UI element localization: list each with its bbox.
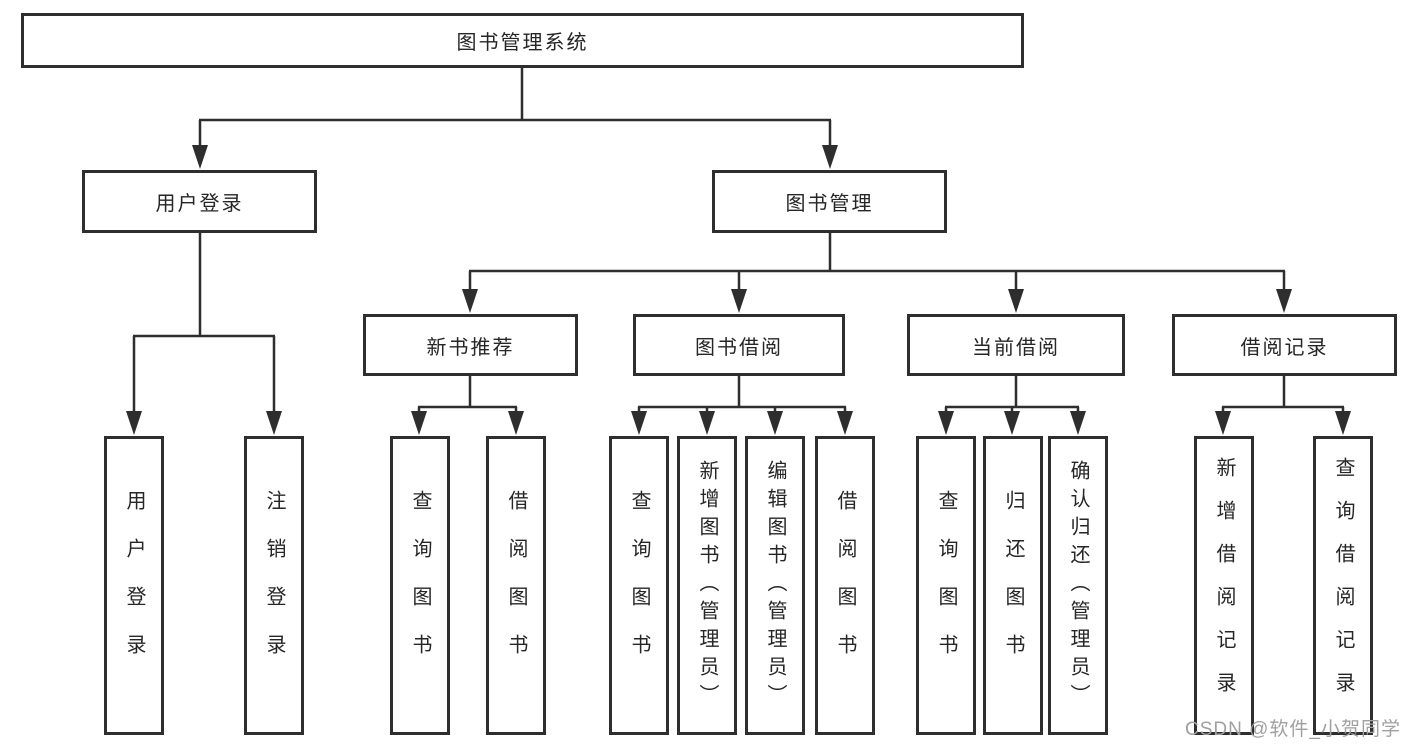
node-current-borrowing: 当前借阅: [907, 314, 1125, 376]
leaf-label: 用户登录: [123, 489, 145, 682]
leaf-query-books-borrowing: 查询图书: [609, 436, 669, 735]
node-book-borrowing: 图书借阅: [633, 314, 845, 376]
node-user-login: 用户登录: [82, 170, 317, 233]
leaf-label: 归还图书: [1002, 489, 1024, 682]
node-label: 图书管理: [785, 193, 874, 215]
csdn-watermark: CSDN @软件_小贺同学: [1185, 719, 1401, 740]
leaf-edit-book-admin: 编辑图书（管理员）: [745, 436, 805, 735]
leaf-label: 查询借阅记录: [1332, 456, 1354, 715]
leaf-label: 查询图书: [409, 489, 431, 682]
leaf-query-borrow-record: 查询借阅记录: [1313, 436, 1373, 735]
node-new-book-recommendation: 新书推荐: [363, 314, 578, 376]
node-label: 图书管理系统: [456, 32, 589, 54]
leaf-label: 注销登录: [263, 489, 285, 682]
node-book-management: 图书管理: [712, 170, 947, 233]
leaf-query-books-recommend: 查询图书: [390, 436, 450, 735]
leaf-label: 借阅图书: [505, 489, 527, 682]
node-label: 当前借阅: [972, 336, 1060, 359]
leaf-logout: 注销登录: [244, 436, 304, 735]
leaf-add-book-admin: 新增图书（管理员）: [677, 436, 737, 735]
leaf-label: 查询图书: [628, 489, 650, 682]
leaf-label: 新增借阅记录: [1213, 456, 1235, 715]
leaf-user-login: 用户登录: [104, 436, 164, 735]
node-label: 图书借阅: [695, 336, 783, 359]
leaf-query-books-current: 查询图书: [916, 436, 976, 735]
node-label: 新书推荐: [426, 336, 515, 359]
node-label: 借阅记录: [1240, 336, 1329, 359]
leaf-label: 借阅图书: [834, 489, 856, 682]
leaf-borrow-books: 借阅图书: [815, 436, 875, 735]
leaf-label: 查询图书: [935, 489, 957, 682]
node-library-management-system: 图书管理系统: [21, 13, 1024, 68]
leaf-label: 确认归还（管理员）: [1067, 459, 1089, 712]
leaf-confirm-return-admin: 确认归还（管理员）: [1048, 436, 1108, 735]
node-borrowing-records: 借阅记录: [1172, 314, 1397, 376]
leaf-borrow-books-recommend: 借阅图书: [486, 436, 546, 735]
leaf-label: 编辑图书（管理员）: [764, 459, 786, 712]
leaf-return-books: 归还图书: [983, 436, 1043, 735]
node-label: 用户登录: [155, 193, 244, 215]
leaf-add-borrow-record: 新增借阅记录: [1194, 436, 1254, 735]
leaf-label: 新增图书（管理员）: [696, 459, 718, 712]
